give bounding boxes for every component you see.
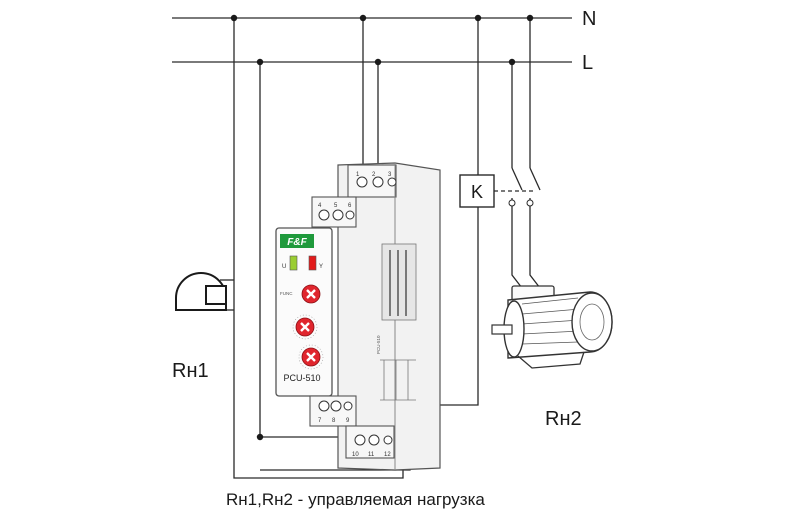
terminal-9-label: 9	[346, 418, 350, 424]
led-u	[289, 255, 298, 271]
led-y-label: Y	[319, 264, 323, 270]
terminals-lower: 7 8 9	[318, 400, 353, 424]
terminals-bottom: 10 11 12	[352, 434, 393, 458]
terminal-3-label: 3	[388, 172, 392, 178]
brand-badge	[280, 234, 314, 248]
line-label: L	[582, 52, 593, 74]
contactor-label: K	[471, 182, 483, 202]
terminal-6-label: 6	[348, 203, 352, 209]
neutral-label: N	[582, 8, 596, 30]
side-model: PCU-510	[376, 335, 381, 354]
contactor-k: K	[459, 174, 495, 208]
terminal-7-label: 7	[318, 418, 322, 424]
load1-symbol	[175, 272, 227, 311]
terminal-10-label: 10	[352, 452, 359, 458]
terminals-upper: 4 5 6	[318, 203, 355, 221]
terminal-4-label: 4	[318, 203, 322, 209]
knob-time-fine	[298, 344, 324, 370]
knob-time-range	[292, 314, 318, 340]
terminal-11-label: 11	[368, 452, 375, 458]
terminal-1-label: 1	[356, 172, 360, 178]
terminal-8-label: 8	[332, 418, 336, 424]
knob-func	[301, 284, 321, 304]
relay-device: PCU-510 1 2 3 4 5 6 7 8 9	[275, 162, 441, 471]
led-u-label: U	[282, 264, 286, 270]
device-model: PCU-510	[283, 373, 320, 383]
brand-logo: F&F	[287, 237, 307, 248]
load1-label: Rн1	[172, 360, 209, 382]
junction-dots	[230, 14, 534, 441]
terminals-top: 1 2 3	[356, 172, 397, 188]
load2-label: Rн2	[545, 408, 582, 430]
terminal-2-label: 2	[372, 172, 376, 178]
terminal-5-label: 5	[334, 203, 338, 209]
caption: Rн1,Rн2 - управляемая нагрузка	[226, 490, 485, 509]
led-y	[308, 255, 317, 271]
knob-func-label: FUNC	[280, 291, 293, 296]
motor-symbol	[491, 285, 613, 369]
terminal-12-label: 12	[384, 452, 391, 458]
